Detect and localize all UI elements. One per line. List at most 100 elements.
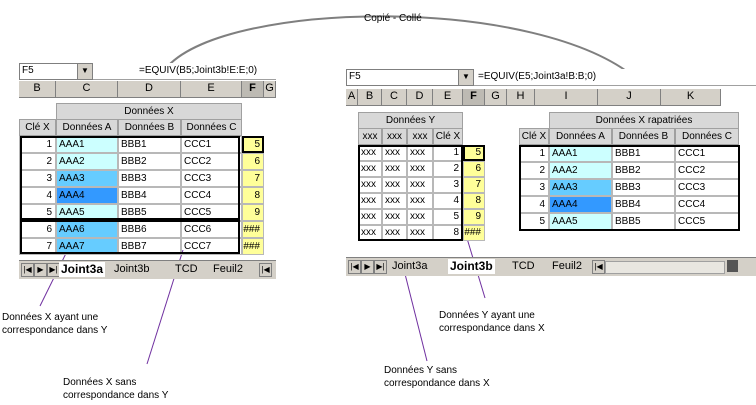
tab-feuil2[interactable]: Feuil2 — [213, 263, 243, 275]
tab-joint3a[interactable]: Joint3a — [392, 260, 428, 272]
prev-sheet-icon[interactable]: ▶ — [361, 260, 374, 274]
match-result-cell[interactable]: ### — [242, 238, 264, 255]
data-b-cell[interactable]: BBB2 — [612, 162, 675, 179]
name-box[interactable]: F5 — [346, 69, 460, 86]
column-label: Données A — [549, 128, 612, 145]
column-header-f[interactable]: F — [463, 89, 485, 106]
column-header-d[interactable]: D — [407, 89, 433, 106]
y-data-cell[interactable]: xxx — [382, 193, 407, 209]
column-header-b[interactable]: B — [19, 81, 56, 98]
column-header-a[interactable]: A — [346, 89, 358, 106]
match-result-cell[interactable]: 9 — [242, 204, 264, 221]
column-header-f[interactable]: F — [242, 81, 264, 98]
scrollbar-thumb[interactable] — [727, 260, 738, 272]
tab-tcd[interactable]: TCD — [175, 263, 198, 275]
match-result-cell[interactable]: 6 — [463, 161, 485, 177]
column-label: Clé X — [19, 119, 56, 136]
horizontal-scrollbar[interactable] — [605, 261, 725, 274]
tab-joint3a[interactable]: Joint3a — [59, 262, 106, 277]
section-title-y: Données Y — [358, 112, 463, 129]
name-box[interactable]: F5 — [19, 63, 79, 80]
matched-rows-border — [20, 136, 240, 220]
y-data-cell[interactable]: xxx — [407, 193, 433, 209]
data-c-cell[interactable]: CCC4 — [181, 187, 242, 204]
y-data-cell[interactable]: xxx — [407, 177, 433, 193]
column-label: Données A — [56, 119, 118, 136]
column-header-k[interactable]: K — [661, 89, 721, 106]
match-result-cell[interactable]: 6 — [242, 153, 264, 170]
data-b-cell[interactable]: BBB2 — [118, 153, 181, 170]
key-cell[interactable]: 7 — [19, 238, 56, 255]
data-a-cell[interactable]: AAA4 — [549, 196, 612, 213]
match-result-cell[interactable]: 8 — [242, 187, 264, 204]
column-header-g[interactable]: G — [485, 89, 507, 106]
formula-text[interactable]: =EQUIV(B5;Joint3b!E:E;0) — [139, 65, 258, 76]
data-a-cell[interactable]: AAA6 — [56, 221, 118, 238]
annotation-x-with-match: Données X ayant une correspondance dans … — [2, 312, 108, 336]
data-a-cell[interactable]: AAA3 — [56, 170, 118, 187]
first-sheet-icon[interactable]: |◀ — [348, 260, 361, 274]
name-box-dropdown-icon[interactable]: ▼ — [458, 69, 474, 86]
column-label: Données C — [181, 119, 242, 136]
match-result-cell[interactable]: ### — [463, 225, 485, 241]
column-header-e[interactable]: E — [433, 89, 463, 106]
tab-feuil2[interactable]: Feuil2 — [552, 260, 582, 272]
column-label: xxx — [382, 128, 407, 145]
column-header-d[interactable]: D — [118, 81, 181, 98]
last-sheet-icon[interactable]: ▶| — [374, 260, 387, 274]
column-header-e[interactable]: E — [181, 81, 242, 98]
name-box-dropdown-icon[interactable]: ▼ — [77, 63, 93, 80]
y-data-cell[interactable]: xxx — [407, 209, 433, 225]
key-cell[interactable]: 2 — [19, 153, 56, 170]
scroll-left-icon[interactable]: |◀ — [259, 263, 272, 277]
data-b-cell[interactable]: BBB3 — [612, 179, 675, 196]
unmatched-rows-border — [20, 220, 240, 254]
key-cell[interactable]: 3 — [19, 170, 56, 187]
annotation-x-without-match: Données X sans correspondance dans Y — [63, 377, 169, 401]
column-header-i[interactable]: I — [535, 89, 598, 106]
scroll-left-icon[interactable]: |◀ — [592, 260, 605, 274]
y-data-cell[interactable]: xxx — [382, 177, 407, 193]
column-header-h[interactable]: H — [507, 89, 535, 106]
match-result-cell[interactable]: 9 — [463, 209, 485, 225]
formula-text[interactable]: =EQUIV(E5;Joint3a!B:B;0) — [478, 71, 597, 82]
y-data-cell[interactable]: xxx — [382, 209, 407, 225]
copy-arrow — [167, 15, 639, 81]
data-a-cell[interactable]: AAA2 — [56, 153, 118, 170]
data-c-cell[interactable]: CCC3 — [181, 170, 242, 187]
tab-joint3b[interactable]: Joint3b — [114, 263, 150, 275]
column-header-j[interactable]: J — [598, 89, 661, 106]
tab-joint3b[interactable]: Joint3b — [448, 259, 495, 274]
section-title: Données X — [56, 103, 242, 120]
match-result-cell[interactable]: ### — [242, 221, 264, 238]
data-b-cell[interactable]: BBB4 — [612, 196, 675, 213]
data-a-cell[interactable]: AAA4 — [56, 187, 118, 204]
match-result-cell[interactable]: 8 — [463, 193, 485, 209]
active-cell-border — [242, 136, 264, 153]
y-data-cell[interactable]: xxx — [407, 161, 433, 177]
data-b-cell[interactable]: BBB3 — [118, 170, 181, 187]
column-header-g[interactable]: G — [264, 81, 276, 98]
data-c-cell[interactable]: CCC7 — [181, 238, 242, 255]
column-label: Clé X — [519, 128, 549, 145]
key-cell[interactable]: 4 — [19, 187, 56, 204]
data-a-cell[interactable]: AAA2 — [549, 162, 612, 179]
column-header-c[interactable]: C — [382, 89, 407, 106]
first-sheet-icon[interactable]: |◀ — [21, 263, 34, 277]
match-result-cell[interactable]: 7 — [242, 170, 264, 187]
data-a-cell[interactable]: AAA7 — [56, 238, 118, 255]
tab-tcd[interactable]: TCD — [512, 260, 535, 272]
right-sheet-tabs: |◀ ▶ ▶| Joint3a Joint3b TCD Feuil2 |◀ — [346, 257, 756, 276]
match-result-cell[interactable]: 7 — [463, 177, 485, 193]
data-c-cell[interactable]: CCC2 — [181, 153, 242, 170]
prev-sheet-icon[interactable]: ▶ — [34, 263, 47, 277]
column-header-c[interactable]: C — [56, 81, 118, 98]
data-a-cell[interactable]: AAA3 — [549, 179, 612, 196]
column-label: Données B — [612, 128, 675, 145]
y-data-cell[interactable]: xxx — [382, 161, 407, 177]
data-b-cell[interactable]: BBB7 — [118, 238, 181, 255]
data-b-cell[interactable]: BBB4 — [118, 187, 181, 204]
column-header-b[interactable]: B — [358, 89, 382, 106]
